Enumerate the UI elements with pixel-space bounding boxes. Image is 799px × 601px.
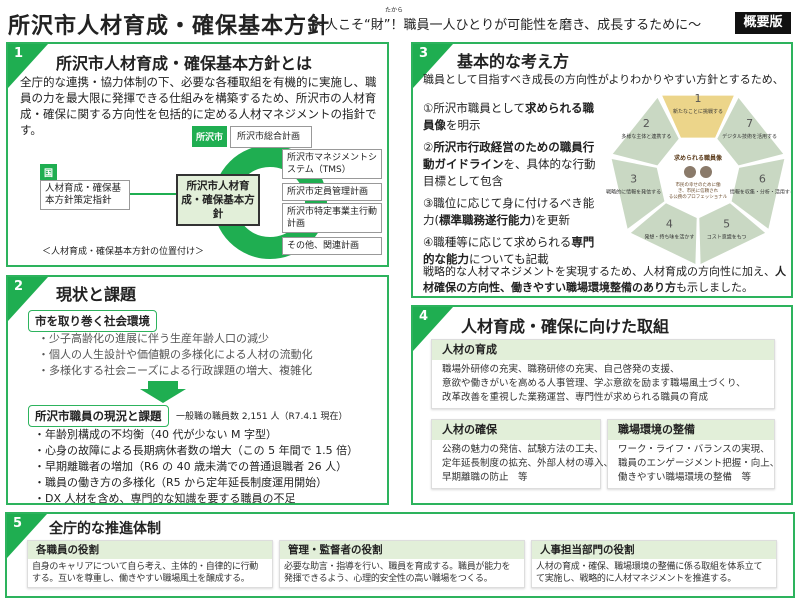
heptagon-diagram: 1 新たなことに挑戦する 7 デジタル技術を活用する 6 情報を収集・分析・活用する 5 コス… [606, 92, 793, 264]
staff-list: ・年齢別構成の不均衡（40 代が少ない M 字型） ・心身の故障による長期病休者… [34, 427, 359, 505]
segment-6 [731, 159, 785, 229]
section-5: 5 全庁的な推進体制 各職員の役割 自身のキャリアについて自ら考え、主体的・自律… [5, 512, 795, 598]
list-item: ・年齢別構成の不均衡（40 代が少ない M 字型） [34, 428, 277, 441]
point-item: ①所沢市職員として求められる職員像を明示 [423, 101, 594, 132]
related-plan: 所沢市特定事業主行動計画 [282, 203, 382, 233]
point-item: ③職位に応じて身に付けるべき能力(標準職務遂行能力)を更新 [423, 196, 595, 227]
list-item: ・多様化する社会ニーズによる行政課題の増大、複雑化 [38, 364, 313, 377]
segment-label: デジタル技術を活用する [722, 133, 777, 140]
section-intro: 職員として目指すべき成長の方向性がよりわかりやすい方針とするため、 [423, 73, 784, 86]
card-body: 職場外研修の充実、職務研修の充実、自己啓発の支援、意欲や働きがいを高める人事管理… [442, 364, 746, 403]
segment-number: 1 [695, 92, 702, 105]
center-text: き、市民に信頼され [678, 187, 719, 194]
segment-number: 3 [630, 173, 637, 186]
segment-1 [662, 95, 734, 138]
down-arrow-icon [140, 381, 186, 403]
section-corner [413, 44, 453, 88]
related-plan: 所沢市マネジメントシステム（TMS） [282, 149, 382, 179]
staff-illustration-icon [700, 166, 712, 178]
segment-2 [612, 97, 679, 166]
section-heading: 現状と課題 [56, 285, 137, 304]
section-1: 1 所沢市人材育成・確保基本方針とは 全庁的な連携・協力体制の下、必要な各種取組… [6, 42, 389, 267]
ruby-text: たから [385, 7, 404, 14]
related-plan: 所沢市定員管理計画 [282, 183, 382, 201]
section-heading: 基本的な考え方 [457, 52, 570, 71]
role-card: 各職員の役割 自身のキャリアについて自ら考え、主体的・自律的に行動する。互いを尊… [27, 540, 273, 588]
section-2: 2 現状と課題 市を取り巻く社会環境 ・少子高齢化の進展に伴う生産年齢人口の減少… [6, 275, 389, 505]
segment-5 [699, 203, 766, 264]
list-item: ・職員の働き方の多様化（R5 から定年延長制度運用開始） [34, 476, 328, 489]
segment-number: 4 [666, 217, 673, 230]
kuni-tag: 国 [40, 164, 58, 181]
city-tag: 所沢市 [192, 126, 228, 147]
segment-3 [611, 159, 665, 229]
card-body: 必要な助言・指導を行い、職員を育成する。職員が能力を発揮できるよう、心理的安全性… [284, 562, 511, 584]
segment-number: 6 [759, 173, 766, 186]
center-title: 求められる職員像 [674, 154, 723, 162]
card-title: 人材の確保 [432, 420, 600, 440]
staff-illustration-icon [684, 166, 696, 178]
section-heading: 人材育成・確保に向けた取組 [461, 317, 670, 336]
card-title: 人事担当部門の役割 [532, 541, 776, 559]
segment-label: 多様な主体と連携する [621, 133, 671, 140]
segment-label: 情報を収集・分析・活用する [730, 189, 793, 196]
role-card: 管理・監督者の役割 必要な助言・指導を行い、職員を育成する。職員が能力を発揮でき… [279, 540, 525, 588]
section-3: 3 基本的な考え方 職員として目指すべき成長の方向性がよりわかりやすい方針とする… [411, 42, 793, 298]
segment-number: 2 [643, 117, 650, 130]
section-heading: 全庁的な推進体制 [49, 521, 161, 537]
center-text: る公務のプロフェッショナル [669, 193, 728, 200]
card-title: 人材の育成 [432, 340, 774, 360]
section-body: 全庁的な連携・協力体制の下、必要な各種取組を有機的に実施し、職員の力を最大限に発… [20, 75, 377, 137]
center-policy-box: 所沢市人材育成・確保基本方針 [176, 174, 260, 226]
points-list: ①所沢市職員として求められる職員像を明示 ②所沢市行政経営のための職員行動ガイド… [423, 100, 598, 273]
point-item: ②所沢市行政経営のための職員行動ガイドラインを、具体的な行動目標として包含 [423, 140, 596, 188]
page-subtitle: ～人こそ“財”！職員一人ひとりが可能性を磨き、成長するために～ [312, 18, 702, 33]
list-item: ・少子高齢化の進展に伴う生産年齢人口の減少 [38, 332, 269, 345]
center-text: 市民の幸せのために働 [676, 181, 721, 188]
related-plan: その他、関連計画 [282, 237, 382, 255]
card-title: 職場環境の整備 [608, 420, 774, 440]
segment-number: 7 [746, 117, 753, 130]
section-corner [8, 44, 48, 88]
role-card: 人事担当部門の役割 人材の育成・確保、職場環境の整備に係る取組を体系立てて実施し… [531, 540, 777, 588]
section-4: 4 人材育成・確保に向けた取組 人材の育成 職場外研修の充実、職務研修の充実、自… [411, 305, 793, 505]
segment-label: 発想・持ち味を活かす [644, 233, 694, 240]
list-item: ・早期離職者の増加（R6 の 40 歳未満での普通退職者 26 人） [34, 460, 348, 473]
section-number: 4 [419, 309, 429, 324]
card-development: 人材の育成 職場外研修の充実、職務研修の充実、自己啓発の支援、意欲や働きがいを高… [431, 339, 775, 409]
section-number: 1 [14, 46, 24, 61]
section-number: 2 [14, 279, 24, 294]
segment-label: 新たなことに挑戦する [673, 108, 723, 115]
card-body: 公務の魅力の発信、試験方法の工夫、定年延長制度の拡充、外部人材の導入、早期離職の… [442, 444, 614, 483]
section-number: 5 [13, 516, 23, 531]
segment-label: 戦略的に情報を発信する [606, 189, 661, 196]
section-number: 3 [419, 46, 429, 61]
segment-7 [717, 97, 784, 166]
card-securing: 人材の確保 公務の魅力の発信、試験方法の工夫、定年延長制度の拡充、外部人材の導入… [431, 419, 614, 489]
city-plan-box: 所沢市総合計画 [230, 126, 312, 148]
card-body: ワーク・ライフ・バランスの実現、職員のエンゲージメント把握・向上、働きやすい職場… [618, 444, 780, 483]
kuni-box: 人材育成・確保基本方針策定指針 [40, 180, 130, 210]
env-list: ・少子高齢化の進展に伴う生産年齢人口の減少 ・個人の人生設計や価値観の多様化によ… [38, 331, 313, 379]
card-body: 人材の育成・確保、職場環境の整備に係る取組を体系立てて実施し、戦略的に人材マネジ… [536, 562, 763, 584]
card-title: 各職員の役割 [28, 541, 272, 559]
summary-badge: 概要版 [735, 12, 791, 34]
staff-count: 一般職の職員数 2,151 人（R7.4.1 現在） [176, 412, 348, 422]
card-environment: 職場環境の整備 ワーク・ライフ・バランスの実現、職員のエンゲージメント把握・向上… [607, 419, 780, 489]
point-item: ④職種等に応じて求められる専門的な能力についても記載 [423, 235, 595, 266]
list-item: ・個人の人生設計や価値観の多様化による人材の流動化 [38, 348, 313, 361]
page-title: 所沢市人材育成・確保基本方針 [8, 14, 331, 39]
list-item: ・DX 人材を含め、専門的な知識を要する職員の不足 [34, 492, 296, 505]
section-outro: 戦略的な人材マネジメントを実現するため、人材育成の方向性に加え、人材確保の方向性… [423, 265, 786, 294]
list-item: ・心身の故障による長期病休者数の増大（この 5 年間で 1.5 倍） [34, 444, 359, 457]
env-label: 市を取り巻く社会環境 [28, 310, 157, 332]
segment-4 [630, 203, 697, 264]
segment-number: 5 [723, 217, 730, 230]
diagram-caption: ＜人材育成・確保基本方針の位置付け＞ [42, 247, 205, 257]
card-body: 自身のキャリアについて自ら考え、主体的・自律的に行動する。互いを尊重し、働きやす… [32, 562, 258, 584]
card-title: 管理・監督者の役割 [280, 541, 524, 559]
segment-label: コスト意識をもつ [707, 233, 747, 240]
section-heading: 所沢市人材育成・確保基本方針とは [56, 54, 313, 73]
staff-label: 所沢市職員の現況と課題 [28, 405, 169, 427]
